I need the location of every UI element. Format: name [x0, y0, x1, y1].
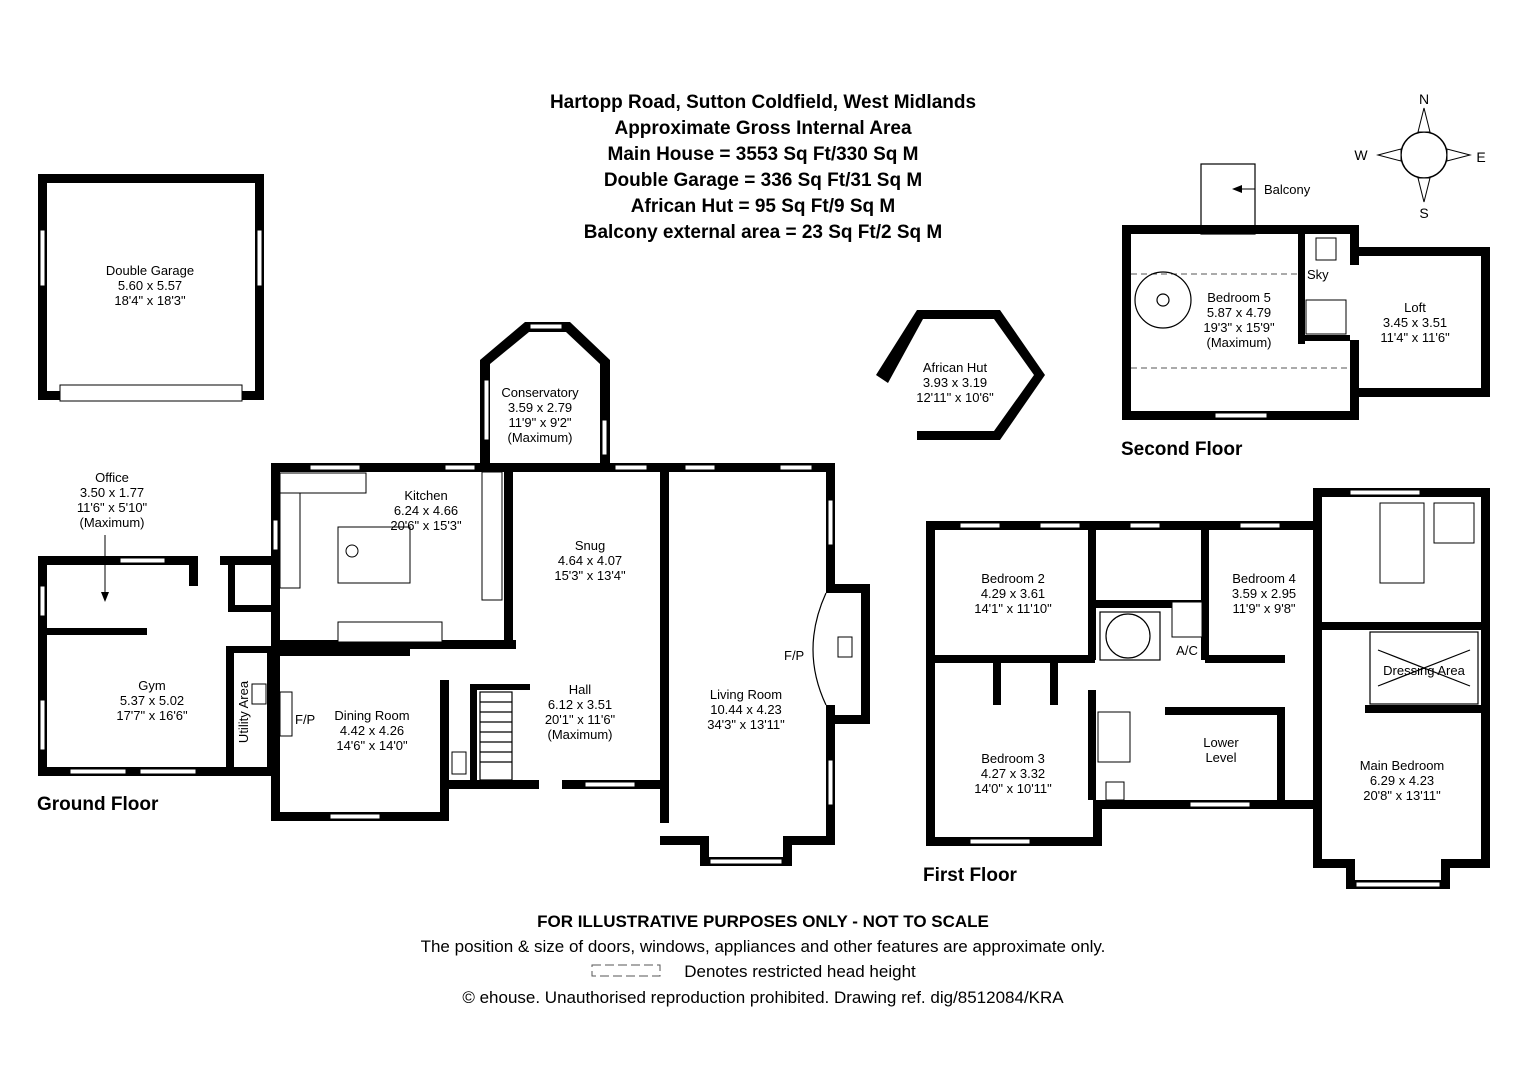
kitchen-imperial: 20'6" x 15'3"	[390, 518, 462, 533]
first-floor-label: First Floor	[923, 865, 1018, 886]
dressing-name: Dressing Area	[1383, 663, 1465, 678]
copyright: © ehouse. Unauthorised reproduction proh…	[462, 988, 1064, 1007]
compass-w: W	[1354, 147, 1368, 163]
address-title: Hartopp Road, Sutton Coldfield, West Mid…	[550, 92, 976, 113]
gym-imperial: 17'7" x 16'6"	[116, 708, 188, 723]
lower-level-line2: Level	[1205, 750, 1236, 765]
main-bedroom-imperial: 20'8" x 13'11"	[1363, 788, 1441, 803]
second-floor: Balcony Sky Bedroom 5 5.87 x 4.79 19'3" …	[1121, 163, 1490, 460]
footer-block: FOR ILLUSTRATIVE PURPOSES ONLY - NOT TO …	[421, 912, 1106, 1007]
kitchen-name: Kitchen	[404, 488, 447, 503]
living-metric: 10.44 x 4.23	[710, 702, 782, 717]
hall-metric: 6.12 x 3.51	[548, 697, 612, 712]
balcony-label: Balcony	[1264, 182, 1311, 197]
hut-metric: 3.93 x 3.19	[923, 375, 987, 390]
garage-metric: 5.60 x 5.57	[118, 278, 182, 293]
office-name: Office	[95, 470, 129, 485]
bedroom4-name: Bedroom 4	[1232, 571, 1296, 586]
african-hut: African Hut 3.93 x 3.19 12'11" x 10'6"	[876, 310, 1045, 440]
bedroom4-imperial: 11'9" x 9'8"	[1232, 601, 1295, 616]
first-floor: Bedroom 2 4.29 x 3.61 14'1" x 11'10" Bed…	[923, 488, 1490, 889]
restricted-height-swatch	[591, 964, 661, 977]
bedroom4-metric: 3.59 x 2.95	[1232, 586, 1296, 601]
second-floor-label: Second Floor	[1121, 439, 1243, 460]
dining-fp: F/P	[295, 712, 315, 727]
disclaimer: FOR ILLUSTRATIVE PURPOSES ONLY - NOT TO …	[537, 912, 989, 931]
loft-name: Loft	[1404, 300, 1426, 315]
bedroom5-metric: 5.87 x 4.79	[1207, 305, 1271, 320]
garage-name: Double Garage	[106, 263, 194, 278]
header-block: Hartopp Road, Sutton Coldfield, West Mid…	[550, 92, 976, 243]
compass-s: S	[1419, 205, 1428, 221]
hut-imperial: 12'11" x 10'6"	[916, 390, 994, 405]
bedroom3-name: Bedroom 3	[981, 751, 1045, 766]
living-imperial: 34'3" x 13'11"	[707, 717, 785, 732]
african-hut-area: African Hut = 95 Sq Ft/9 Sq M	[631, 196, 895, 217]
conservatory-name: Conservatory	[501, 385, 579, 400]
conservatory-metric: 3.59 x 2.79	[508, 400, 572, 415]
hall-note: (Maximum)	[548, 727, 613, 742]
hall-imperial: 20'1" x 11'6"	[545, 712, 616, 727]
office-note: (Maximum)	[80, 515, 145, 530]
compass-e: E	[1476, 149, 1485, 165]
bedroom5-name: Bedroom 5	[1207, 290, 1271, 305]
gym-metric: 5.37 x 5.02	[120, 693, 184, 708]
bedroom2-imperial: 14'1" x 11'10"	[974, 601, 1052, 616]
area-title: Approximate Gross Internal Area	[614, 118, 911, 139]
bedroom5-imperial: 19'3" x 15'9"	[1203, 320, 1275, 335]
bedroom3-imperial: 14'0" x 10'11"	[974, 781, 1052, 796]
living-name: Living Room	[710, 687, 782, 702]
snug-name: Snug	[575, 538, 605, 553]
hut-name: African Hut	[923, 360, 988, 375]
living-fp: F/P	[784, 648, 804, 663]
legend-text: Denotes restricted head height	[684, 962, 916, 981]
snug-imperial: 15'3" x 13'4"	[554, 568, 626, 583]
kitchen-metric: 6.24 x 4.66	[394, 503, 458, 518]
loft-imperial: 11'4" x 11'6"	[1380, 330, 1450, 345]
bedroom2-metric: 4.29 x 3.61	[981, 586, 1045, 601]
dining-metric: 4.42 x 4.26	[340, 723, 404, 738]
compass-n: N	[1419, 91, 1429, 107]
bedroom5-note: (Maximum)	[1207, 335, 1272, 350]
sky-label: Sky	[1307, 267, 1329, 282]
utility-name: Utility Area	[236, 680, 251, 743]
compass-icon: N S W E	[1354, 91, 1485, 221]
ground-floor-label: Ground Floor	[37, 794, 159, 815]
snug-metric: 4.64 x 4.07	[558, 553, 622, 568]
ground-floor: Office 3.50 x 1.77 11'6" x 5'10" (Maximu…	[37, 322, 870, 866]
double-garage-area: Double Garage = 336 Sq Ft/31 Sq M	[604, 170, 922, 191]
dining-imperial: 14'6" x 14'0"	[336, 738, 408, 753]
main-bedroom-name: Main Bedroom	[1360, 758, 1445, 773]
bedroom2-name: Bedroom 2	[981, 571, 1045, 586]
gym-name: Gym	[138, 678, 165, 693]
approx-note: The position & size of doors, windows, a…	[421, 937, 1106, 956]
office-imperial: 11'6" x 5'10"	[77, 500, 148, 515]
office-metric: 3.50 x 1.77	[80, 485, 144, 500]
main-house-area: Main House = 3553 Sq Ft/330 Sq M	[608, 144, 919, 165]
ac-label: A/C	[1176, 643, 1198, 658]
hall-name: Hall	[569, 682, 592, 697]
lower-level-line1: Lower	[1203, 735, 1239, 750]
conservatory-imperial: 11'9" x 9'2"	[508, 415, 571, 430]
balcony-area: Balcony external area = 23 Sq Ft/2 Sq M	[584, 222, 943, 243]
dining-name: Dining Room	[334, 708, 409, 723]
conservatory-note: (Maximum)	[508, 430, 573, 445]
main-bedroom-metric: 6.29 x 4.23	[1370, 773, 1434, 788]
double-garage: Double Garage 5.60 x 5.57 18'4" x 18'3"	[38, 174, 264, 402]
garage-imperial: 18'4" x 18'3"	[114, 293, 186, 308]
loft-metric: 3.45 x 3.51	[1383, 315, 1447, 330]
bedroom3-metric: 4.27 x 3.32	[981, 766, 1045, 781]
